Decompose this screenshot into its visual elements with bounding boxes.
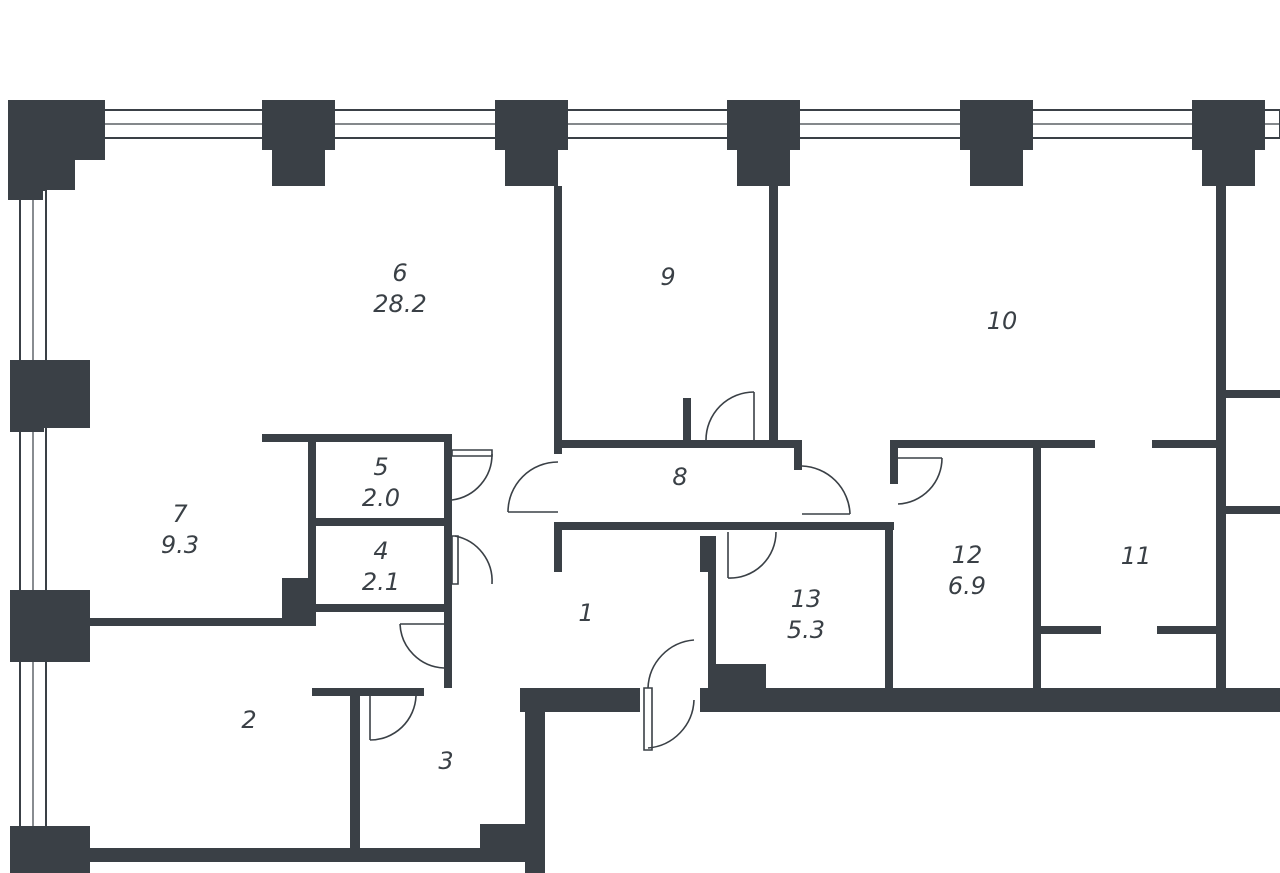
- room-8-number: 8: [672, 463, 687, 491]
- room-labels: 6 28.2 9 10 5 2.0 8 7 9.3 4 2.1 12 6.9 1…: [161, 259, 1151, 775]
- window-left: [19, 189, 47, 873]
- room-5-number: 5: [373, 453, 388, 481]
- room-9-number: 9: [660, 263, 675, 291]
- room-11-number: 11: [1121, 542, 1152, 570]
- doors: [369, 391, 943, 751]
- room-4-number: 4: [373, 537, 388, 565]
- room-7-area: 9.3: [161, 531, 199, 559]
- room-5-area: 2.0: [362, 484, 400, 512]
- room-12-number: 12: [952, 541, 983, 569]
- room-3-number: 3: [438, 747, 453, 775]
- structural-pillars: [8, 100, 1265, 873]
- room-12-area: 6.9: [948, 572, 986, 600]
- room-4-area: 2.1: [362, 568, 400, 596]
- room-13-area: 5.3: [787, 616, 825, 644]
- room-6-number: 6: [392, 259, 407, 287]
- interior-walls: [90, 186, 1280, 873]
- room-10-number: 10: [987, 307, 1018, 335]
- room-6-area: 28.2: [373, 290, 426, 318]
- room-13-number: 13: [791, 585, 822, 613]
- room-7-number: 7: [172, 500, 188, 528]
- room-1-number: 1: [578, 599, 593, 627]
- room-2-number: 2: [241, 706, 256, 734]
